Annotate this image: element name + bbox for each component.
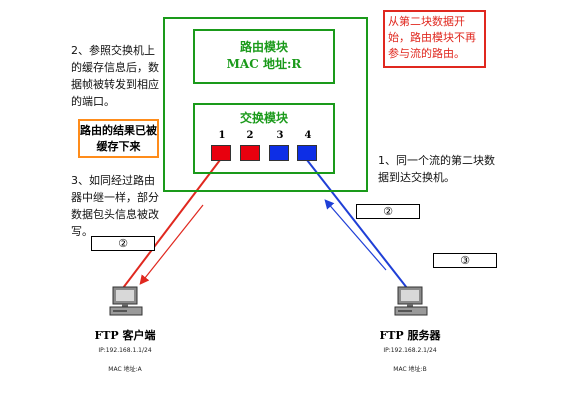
step3-note: 3、如同经过路由器中继一样，部分数据包头信息被改写。 <box>71 174 159 238</box>
client-mac: MAC 地址:A <box>108 366 142 373</box>
step-badge-middle: ② <box>356 204 420 219</box>
layer3-switch-frame <box>163 17 368 192</box>
port-2-number: 2 <box>246 130 254 141</box>
step2-note: 2、参照交换机上的缓存信息后，数据帧被转发到相应的端口。 <box>71 44 159 108</box>
step-badge-right: ③ <box>433 253 497 268</box>
port-1-number: 1 <box>218 130 226 141</box>
server-computer-icon <box>394 286 428 316</box>
port-4-number: 4 <box>304 130 312 141</box>
server-name: FTP 服务器 <box>379 329 441 342</box>
step-badge-left: ② <box>91 236 155 251</box>
client-name: FTP 客户端 <box>94 329 156 342</box>
switch-module-title: 交换模块 <box>239 111 288 125</box>
router-mac-label: MAC 地址:R <box>226 57 302 71</box>
forward-arrow-red <box>139 204 204 285</box>
client-link <box>122 159 221 289</box>
port-2 <box>240 145 260 161</box>
port-3-number: 3 <box>276 130 284 141</box>
step1-note: 1、同一个流的第二块数据到达交换机。 <box>378 154 495 184</box>
switch-module: 交换模块 <box>193 103 335 174</box>
router-module-title: 路由模块 <box>239 40 288 54</box>
routing-bypass-note: 从第二块数据开始，路由模块不再参与流的路由。 <box>383 10 486 68</box>
port-4 <box>297 145 317 161</box>
incoming-arrow-blue <box>324 199 387 271</box>
port-1 <box>211 145 231 161</box>
server-ip: IP:192.168.2.1/24 <box>383 347 437 354</box>
port-3 <box>269 145 289 161</box>
client-computer-icon <box>109 286 143 316</box>
cached-result-box: 路由的结果已被缓存下来 <box>78 119 159 158</box>
server-mac: MAC 地址:B <box>393 366 427 373</box>
server-link <box>306 159 408 289</box>
client-ip: IP:192.168.1.1/24 <box>98 347 152 354</box>
router-module: 路由模块 MAC 地址:R <box>193 29 335 84</box>
